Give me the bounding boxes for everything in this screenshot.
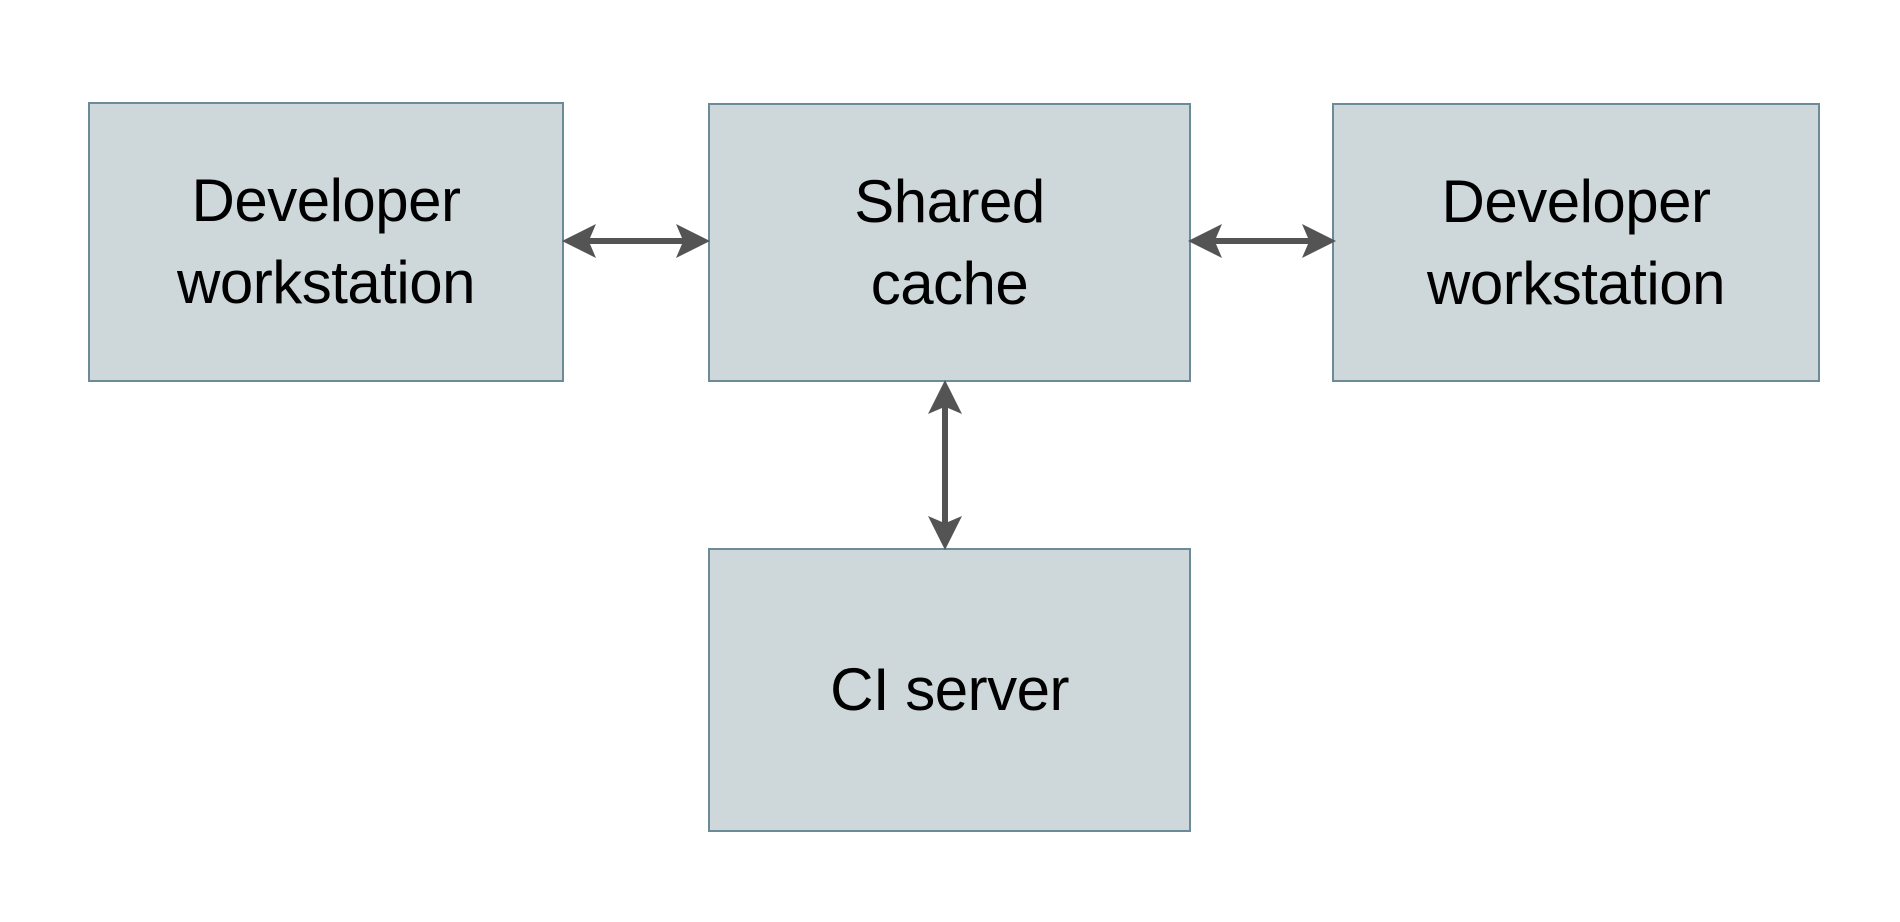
double-headed-arrow-icon (562, 224, 710, 258)
node-developer-workstation-left[interactable]: Developer workstation (88, 102, 564, 382)
double-headed-arrow-icon (928, 380, 962, 550)
node-developer-workstation-right[interactable]: Developer workstation (1332, 103, 1820, 382)
connector-shared-cache-to-dev-right (1186, 218, 1338, 264)
connector-dev-left-to-shared-cache (560, 218, 712, 264)
node-ci-server[interactable]: CI server (708, 548, 1191, 832)
connector-shared-cache-to-ci-server (922, 378, 968, 552)
node-label: Developer workstation (177, 167, 475, 316)
node-label: CI server (830, 656, 1069, 724)
node-label: Shared cache (854, 167, 1045, 317)
double-headed-arrow-icon (1188, 224, 1336, 258)
node-label: Developer workstation (1427, 167, 1725, 317)
node-shared-cache[interactable]: Shared cache (708, 103, 1191, 382)
